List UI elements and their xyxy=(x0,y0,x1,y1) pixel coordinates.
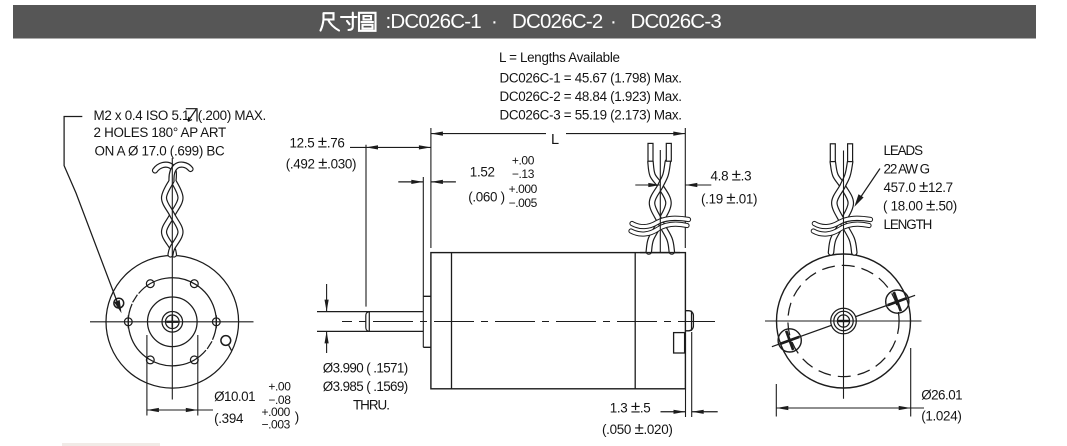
svg-text:LENGTH: LENGTH xyxy=(884,217,932,232)
svg-text:−.003: −.003 xyxy=(262,418,291,432)
svg-text:(.060 ): (.060 ) xyxy=(468,190,505,205)
svg-text:L = Lengths Available: L = Lengths Available xyxy=(499,50,620,65)
svg-text:L: L xyxy=(551,132,559,148)
svg-text:457.0 ±12.7: 457.0 ±12.7 xyxy=(884,177,953,196)
svg-text:M2 x 0.4 ISO 5.1: M2 x 0.4 ISO 5.1 xyxy=(94,108,190,123)
svg-text:Ø26.01: Ø26.01 xyxy=(921,388,962,403)
svg-text:1.3 ±.5: 1.3 ±.5 xyxy=(610,398,651,417)
svg-text:−.13: −.13 xyxy=(512,167,535,181)
svg-text:DC026C-3: DC026C-3 xyxy=(631,10,722,33)
svg-text::DC026C-1: :DC026C-1 xyxy=(386,10,482,33)
svg-text:DC026C-2: DC026C-2 xyxy=(512,10,603,33)
svg-text:DC026C-3 = 55.19 (2.173) Max.: DC026C-3 = 55.19 (2.173) Max. xyxy=(500,108,682,123)
svg-text:( 18.00 ±.50): ( 18.00 ±.50) xyxy=(883,196,957,215)
svg-text:(.492 ±.030): (.492 ±.030) xyxy=(286,153,357,172)
svg-text:+.00: +.00 xyxy=(512,154,535,168)
svg-text:(1.024): (1.024) xyxy=(921,409,961,424)
svg-text:4.8 ±.3: 4.8 ±.3 xyxy=(711,165,752,184)
svg-text:1.52: 1.52 xyxy=(470,165,495,180)
svg-text:): ) xyxy=(295,410,299,425)
svg-text:−.005: −.005 xyxy=(509,196,538,210)
svg-text:·: · xyxy=(491,10,497,33)
svg-text:Ø3.985 ( .1569): Ø3.985 ( .1569) xyxy=(323,379,408,394)
svg-text:12.5 ±.76: 12.5 ±.76 xyxy=(290,133,345,152)
svg-text:DC026C-2 = 48.84 (1.923) Max.: DC026C-2 = 48.84 (1.923) Max. xyxy=(500,89,682,104)
svg-text:+.000: +.000 xyxy=(509,182,538,196)
svg-text:−.08: −.08 xyxy=(268,393,291,407)
svg-text:22 AW G: 22 AW G xyxy=(884,161,930,176)
svg-text:(.050 ±.020): (.050 ±.020) xyxy=(602,419,673,438)
svg-text:(.19 ±.01): (.19 ±.01) xyxy=(701,188,757,207)
svg-text:·: · xyxy=(610,10,616,33)
svg-text:THRU.: THRU. xyxy=(353,397,389,412)
svg-text:DC026C-1 = 45.67 (1.798) Max.: DC026C-1 = 45.67 (1.798) Max. xyxy=(500,70,682,85)
svg-text:2 HOLES 180° AP ART: 2 HOLES 180° AP ART xyxy=(94,125,227,140)
svg-text:(.200) MAX.: (.200) MAX. xyxy=(198,108,266,123)
svg-text:Ø3.990 ( .1571): Ø3.990 ( .1571) xyxy=(323,361,408,376)
svg-text:+.000: +.000 xyxy=(262,405,291,419)
svg-text:Ø10.01: Ø10.01 xyxy=(214,389,255,404)
svg-text:+.00: +.00 xyxy=(268,380,291,394)
svg-text:(.394: (.394 xyxy=(214,411,244,426)
svg-text:LEADS: LEADS xyxy=(884,143,924,158)
svg-text:ON A Ø 17.0 (.699) BC: ON A Ø 17.0 (.699) BC xyxy=(95,144,226,159)
